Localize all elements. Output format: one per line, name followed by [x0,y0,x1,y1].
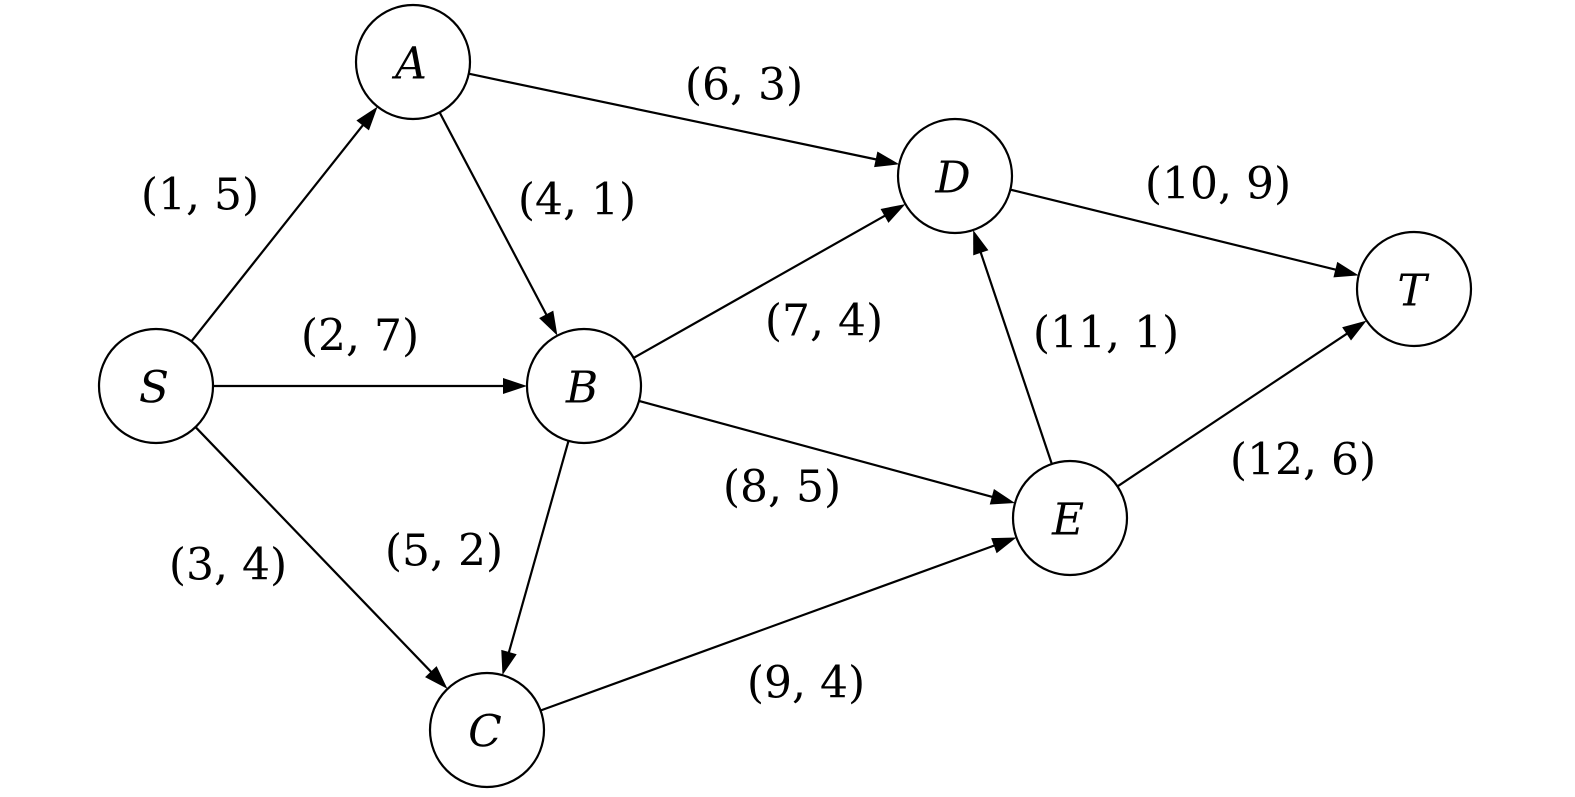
edge-line [507,440,570,655]
node-label: D [934,153,970,204]
node-E: E [1011,459,1129,577]
edge-label-S-A: (1, 5) [141,170,259,221]
edge-label-C-E: (9, 4) [747,658,865,709]
node-S: S [97,327,215,445]
nodes-layer: S A B C D E T [97,3,1473,789]
node-label: E [1051,495,1084,546]
arrowhead-icon [425,666,448,689]
arrowhead-icon [356,106,378,131]
edge-label-D-T: (10, 9) [1145,159,1291,210]
arrowhead-icon [973,230,989,256]
node-T: T [1355,230,1473,348]
node-label: A [391,39,427,90]
edge-label-A-B: (4, 1) [518,175,636,226]
edge-label-A-D: (6, 3) [685,60,803,111]
edge-A-B [438,111,558,336]
edge-label-S-C: (3, 4) [169,540,287,591]
node-circle [428,671,546,789]
edge-label-B-C: (5, 2) [385,526,503,577]
edge-line [438,111,549,317]
arrowhead-icon [874,151,900,168]
edge-label-B-D: (7, 4) [765,296,883,347]
edge-line [1116,331,1349,488]
edge-line [638,399,995,499]
node-label: B [565,363,598,414]
arrowhead-icon [991,537,1017,554]
edge-B-D [633,204,906,359]
node-circle [97,327,215,445]
node-circle [354,3,472,121]
edge-E-D [973,230,1053,465]
edge-D-T [1010,188,1359,278]
edge-line [979,250,1053,465]
edge-line [468,72,878,161]
edge-S-A [190,106,378,343]
edge-S-C [194,426,448,689]
edge-label-B-E: (8, 5) [723,462,841,513]
arrowhead-icon [539,310,558,336]
node-label: T [1397,266,1430,317]
edge-A-D [468,72,900,168]
node-label: S [139,363,169,414]
arrowhead-icon [1342,320,1367,341]
node-circle [896,117,1014,235]
edge-E-T [1116,320,1367,488]
arrowhead-icon [1333,261,1359,278]
edge-C-E [540,537,1017,712]
arrowhead-icon [880,204,906,223]
edge-line [540,543,997,712]
edge-B-C [501,440,570,676]
node-circle [525,327,643,445]
edge-line [194,426,434,674]
node-A: A [354,3,472,121]
node-D: D [896,117,1014,235]
node-circle [1355,230,1473,348]
edges-layer [190,72,1367,712]
node-circle [1011,459,1129,577]
arrowhead-icon [989,489,1015,505]
edge-label-E-D: (11, 1) [1033,308,1179,359]
edge-line [1010,188,1338,272]
node-label: C [468,707,502,758]
edge-B-E [638,399,1015,505]
edge-label-E-T: (12, 6) [1230,435,1376,486]
node-C: C [428,671,546,789]
edge-line [190,123,365,343]
edge-S-B [213,378,527,394]
node-B: B [525,327,643,445]
edge-line [633,213,887,359]
edge-label-S-B: (2, 7) [301,311,419,362]
edge-labels-layer: (1, 5) (2, 7) (3, 4) (4, 1) (5, 2) (6, 3) (7, … [141,60,1376,709]
arrowhead-icon [503,378,527,394]
arrowhead-icon [501,649,517,676]
